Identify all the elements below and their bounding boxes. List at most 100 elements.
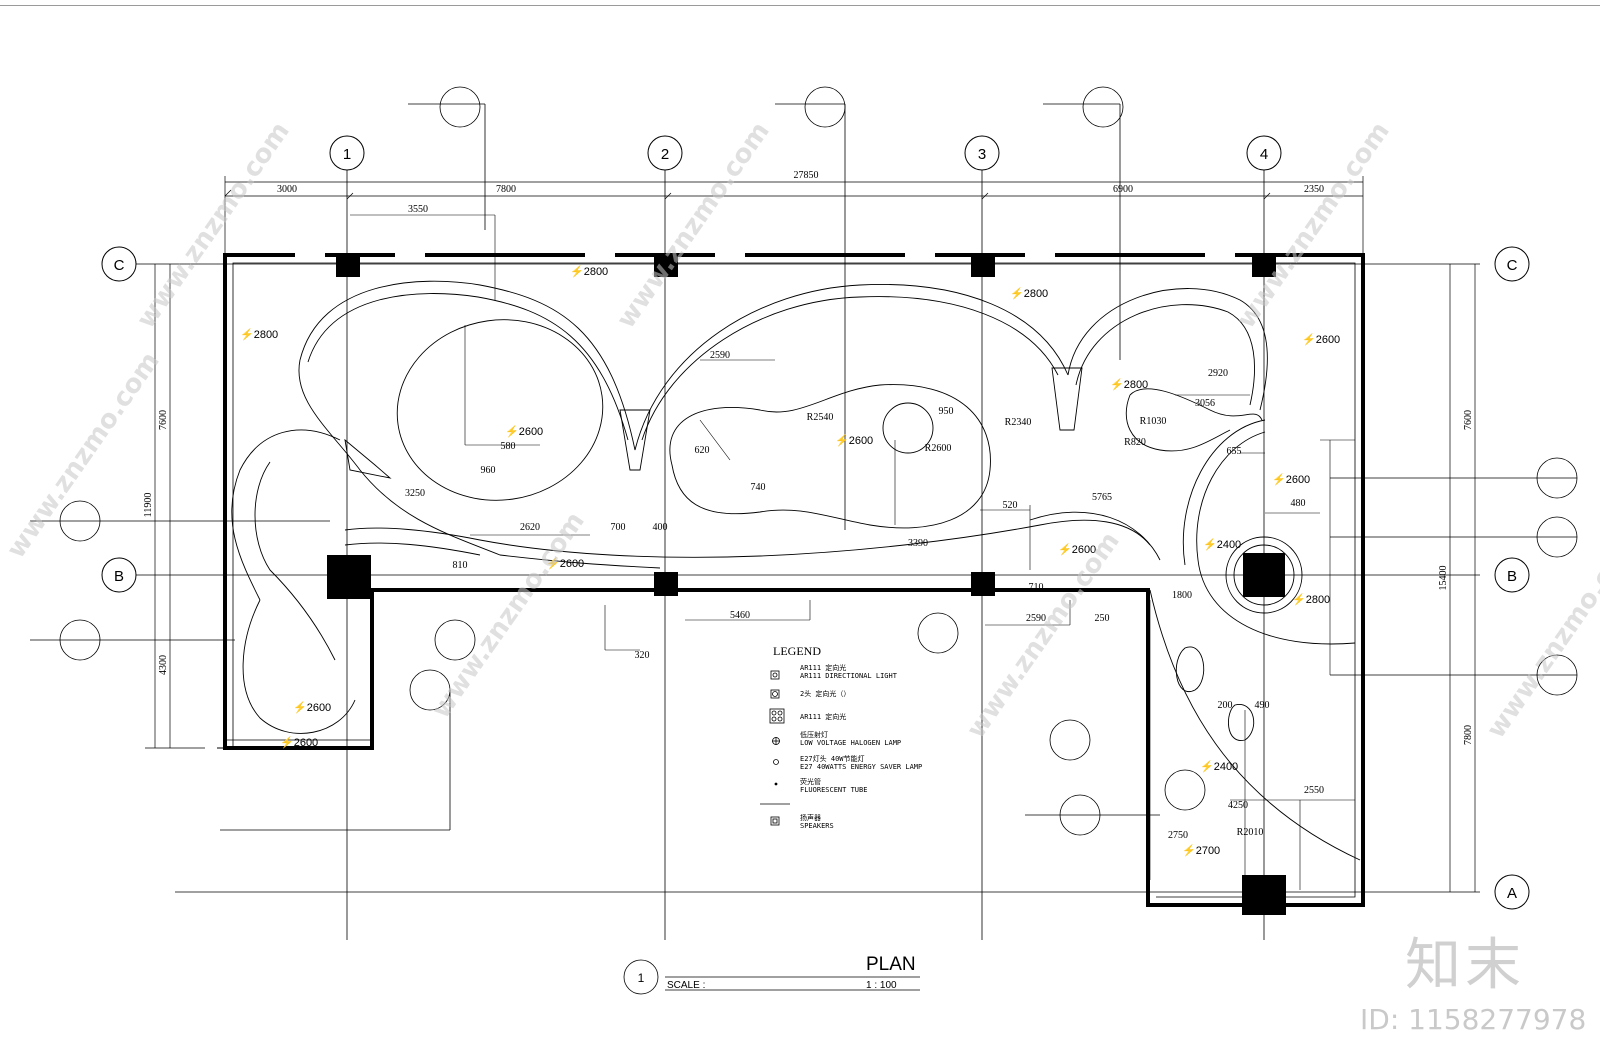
legend-item-6-line-1: 荧光管 [800, 777, 821, 786]
ceiling-height-5: ⚡2800 [1110, 378, 1148, 391]
ceiling-height-2: ⚡2800 [1010, 287, 1048, 300]
dim-seg-1: 3000 [277, 184, 297, 195]
interior-dim-29: 4250 [1228, 800, 1248, 811]
interior-dim-2: 2590 [710, 350, 730, 361]
legend-item-7-line-1: 扬声器 [800, 813, 821, 822]
grid-bubbles [101, 135, 1530, 910]
elevation-markers [30, 86, 1578, 836]
grid-label-c-right: C [1507, 257, 1518, 274]
grid-bubble-c-left [101, 246, 137, 282]
dim-left-lower: 4300 [158, 655, 169, 675]
interior-dim-3: 620 [695, 445, 710, 456]
interior-dim-16: 250 [1095, 613, 1110, 624]
interior-dim-5: 3250 [405, 488, 425, 499]
watermark-7: www.znzmo.com [1481, 527, 1600, 744]
ceiling-height-12: ⚡2600 [280, 736, 318, 749]
title-block: 1 PLAN SCALE : 1 : 100 [623, 954, 916, 995]
interior-dim-25: 5765 [1092, 492, 1112, 503]
exterior-walls [217, 253, 1365, 907]
grid-label-a-right: A [1507, 885, 1517, 902]
interior-dim-15: 2590 [1026, 613, 1046, 624]
interior-dim-26: 710 [1029, 582, 1044, 593]
dim-overall: 27850 [794, 170, 819, 181]
ceiling-height-13: ⚡2400 [1203, 538, 1241, 551]
ceiling-height-17: ⚡2400 [1200, 760, 1238, 773]
leader-lines [350, 214, 1355, 890]
dim-seg-2: 7800 [496, 184, 516, 195]
watermark-6: www.znzmo.com [961, 527, 1126, 744]
legend-item-7-line-2: SPEAKERS [800, 822, 834, 830]
interior-dim-33: R1030 [1140, 416, 1167, 427]
ar111-directional-light-icon [770, 670, 780, 680]
interior-dim-31: R2600 [925, 443, 952, 454]
grid-label-4: 4 [1260, 146, 1268, 163]
legend-item-4-line-1: 低压射灯 [800, 730, 828, 739]
ceiling-height-18: ⚡2700 [1182, 844, 1220, 857]
grid-bubble-1 [329, 135, 365, 171]
legend-item-5-line-2: E27 40WATTS ENERGY SAVER LAMP [800, 763, 922, 771]
interior-dim-28: 2750 [1168, 830, 1188, 841]
grid-bubble-c-right [1494, 246, 1530, 282]
ceiling-height-4: ⚡2600 [1302, 333, 1340, 346]
interior-dim-23: 1800 [1172, 590, 1192, 601]
legend-title: LEGEND [773, 644, 821, 658]
interior-dim-17: 480 [1291, 498, 1306, 509]
brand-logo: 知末 [1405, 933, 1525, 998]
legend-item-3-line-1: AR111 定向光 [800, 712, 846, 721]
legend-item-6-line-2: FLUORESCENT TUBE [800, 786, 867, 794]
grid-label-1: 1 [343, 146, 351, 163]
ceiling-height-8: ⚡2600 [1272, 473, 1310, 486]
grid-label-3: 3 [978, 146, 986, 163]
interior-dim-6: 2620 [520, 522, 540, 533]
dim-left-overall: 11900 [143, 493, 154, 518]
ceiling-height-1: ⚡2800 [570, 265, 608, 278]
interior-dim-24: 810 [453, 560, 468, 571]
energy-saver-lamp-icon [773, 759, 779, 765]
watermark-4: www.znzmo.com [1, 347, 166, 564]
legend: LEGEND AR111 定向光 AR111 DIRECTIONAL LIGHT… [760, 644, 922, 830]
top-border-line [0, 5, 1600, 6]
grid-label-2: 2 [661, 146, 669, 163]
dimension-lines [145, 176, 1476, 991]
grid-bubble-3 [964, 135, 1000, 171]
ceiling-height-9: ⚡2600 [1058, 543, 1096, 556]
interior-dim-9: 950 [939, 406, 954, 417]
interior-dim-8: 400 [653, 522, 668, 533]
drawing-number: 1 [638, 971, 645, 985]
image-id: ID: 1158277978 [1360, 1003, 1587, 1036]
interior-dim-35: 960 [481, 465, 496, 476]
legend-item-2-line-1: 2头 定向光（） [800, 689, 850, 698]
interior-dim-4: 580 [501, 441, 516, 452]
ceiling-height-10: ⚡2600 [546, 557, 584, 570]
ceiling-height-7: ⚡2600 [835, 434, 873, 447]
ceiling-height-14: ⚡2800 [1292, 593, 1330, 606]
interior-dim-34: R2540 [807, 412, 834, 423]
dim-right-overall: 15400 [1438, 566, 1449, 591]
grid-bubble-b-left [101, 557, 137, 593]
interior-dim-7: 700 [611, 522, 626, 533]
legend-item-5-line-1: E27灯头 40W节能灯 [800, 754, 865, 763]
halogen-lamp-icon [772, 737, 780, 745]
plan-title: PLAN [866, 954, 916, 975]
scale-label: SCALE : [667, 980, 705, 991]
ceiling-height-3: ⚡2800 [240, 328, 278, 341]
grid-bubble-b-right [1494, 557, 1530, 593]
interior-dim-27: 490 [1255, 700, 1270, 711]
scale-value: 1 : 100 [866, 980, 897, 991]
legend-item-1-line-2: AR111 DIRECTIONAL LIGHT [800, 672, 898, 680]
interior-dim-18: 655 [1227, 446, 1242, 457]
dim-seg-4: 2350 [1304, 184, 1324, 195]
legend-item-4-line-2: LOW VOLTAGE HALOGEN LAMP [800, 739, 901, 747]
interior-dim-12: 3390 [908, 538, 928, 549]
interior-dim-10: R2340 [1005, 417, 1032, 428]
ceiling-height-tags: ⚡2800 ⚡2800 ⚡2800 ⚡2600 ⚡2800 ⚡2600 ⚡260… [240, 265, 1340, 857]
interior-dim-19: 2920 [1208, 368, 1228, 379]
dim-right-lower: 7800 [1463, 725, 1474, 745]
interior-dim-20: 3056 [1195, 398, 1215, 409]
grid-label-c-left: C [114, 257, 125, 274]
legend-item-1-line-1: AR111 定向光 [800, 663, 846, 672]
watermark-5: www.znzmo.com [426, 507, 591, 724]
grid-label-b-left: B [114, 568, 124, 585]
ceiling-curves [231, 280, 1361, 861]
